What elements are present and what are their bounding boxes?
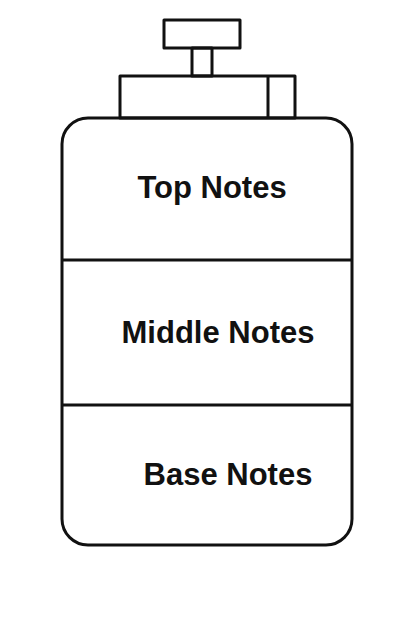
note-band: Base Notes	[62, 405, 352, 545]
bottle-cap	[120, 76, 295, 118]
band-label: Top Notes	[137, 170, 286, 206]
bottle-body	[62, 118, 352, 545]
band-label: Base Notes	[144, 457, 313, 493]
spray-stem	[192, 48, 212, 76]
band-divider	[62, 404, 352, 407]
band-label: Middle Notes	[122, 315, 315, 351]
spray-button	[164, 20, 240, 48]
note-band: Top Notes	[62, 118, 352, 260]
cap-seam	[267, 76, 270, 118]
note-band: Middle Notes	[62, 260, 352, 405]
band-divider	[62, 259, 352, 262]
